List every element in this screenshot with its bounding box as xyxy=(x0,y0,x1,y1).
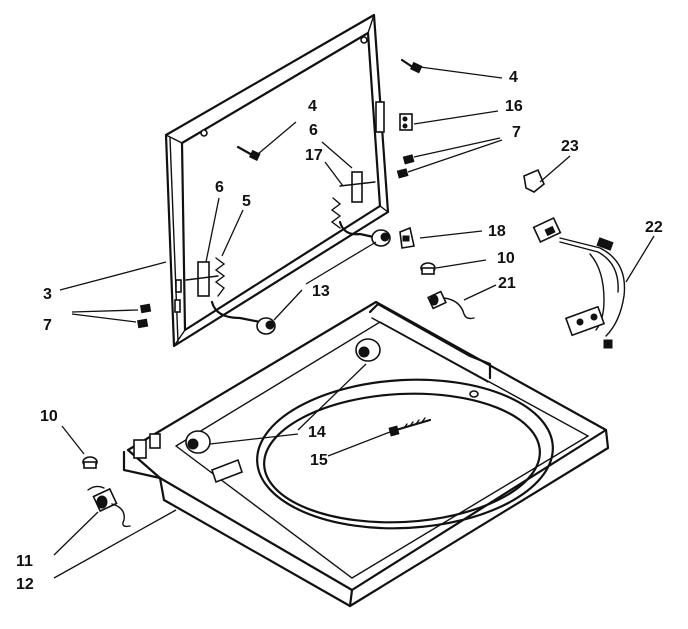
label-lid-switch-cam: 11 xyxy=(16,553,33,570)
bracket-left xyxy=(185,261,219,297)
label-lid: 3 xyxy=(43,286,52,303)
leader-lines xyxy=(53,66,655,579)
lid-switch-cam xyxy=(87,485,131,528)
label-bracket-left: 6 xyxy=(215,179,224,196)
hinge-screw xyxy=(388,417,432,437)
screws-right xyxy=(396,154,415,179)
top-panel xyxy=(122,300,610,608)
label-hinge-plate: 16 xyxy=(505,98,523,115)
lid-pad-right xyxy=(371,229,391,247)
spring-left xyxy=(214,257,226,297)
label-lid-pads: 13 xyxy=(312,283,330,300)
hinge-bushing-front xyxy=(185,430,211,454)
label-spring-left: 5 xyxy=(242,193,251,210)
hinge-plate-right xyxy=(375,101,413,133)
label-top-panel: 12 xyxy=(16,576,34,593)
bumper-right xyxy=(420,262,436,275)
label-lid-switch-spring: 21 xyxy=(498,275,516,292)
screws-left xyxy=(136,303,152,329)
label-lid-screw-left: 4 xyxy=(308,98,317,115)
label-screws-left: 7 xyxy=(43,317,52,334)
label-hinge-bushings: 14 xyxy=(308,424,326,441)
wire-clip xyxy=(523,168,545,193)
hinge-bushing-back xyxy=(355,338,381,362)
bumper-left xyxy=(82,456,98,469)
lid-frame xyxy=(164,13,390,348)
label-bumper-right: 10 xyxy=(497,250,515,267)
label-hinge-screw: 15 xyxy=(310,452,328,469)
label-wire-clip: 23 xyxy=(561,138,579,155)
label-bumper-left: 10 xyxy=(40,408,58,425)
lid-switch-spring xyxy=(427,290,475,320)
callout-labels: 3 4 4 5 6 6 7 7 10 10 11 12 13 14 15 16 … xyxy=(16,69,663,593)
bracket-right xyxy=(339,171,376,203)
lid-stop xyxy=(399,226,415,249)
lid-screw-left xyxy=(236,145,261,161)
label-screws-right: 7 xyxy=(512,124,521,141)
lid-pad-left xyxy=(256,317,276,335)
spring-right xyxy=(330,197,342,229)
label-lid-screw-right: 4 xyxy=(509,69,518,86)
label-spring-right: 17 xyxy=(305,147,323,164)
label-wire-harness: 22 xyxy=(645,219,663,236)
label-bracket-right: 6 xyxy=(309,122,318,139)
wire-harness xyxy=(532,217,626,349)
label-lid-stop: 18 xyxy=(488,223,506,240)
lid-screw-right xyxy=(400,58,423,74)
